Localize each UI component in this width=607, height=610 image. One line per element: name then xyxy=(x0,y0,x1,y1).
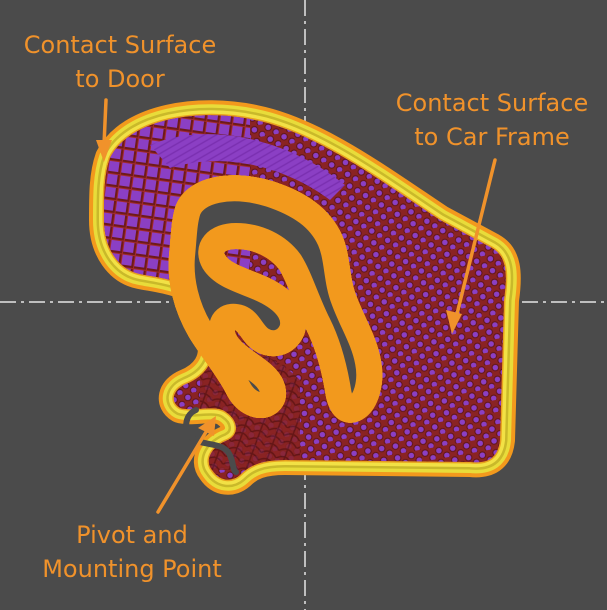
label-frame-line1: Contact Surface xyxy=(395,89,589,117)
callout-arrows xyxy=(96,98,497,514)
label-frame-contact: Contact Surface to Car Frame xyxy=(386,86,598,154)
door-arrow xyxy=(96,98,112,162)
solid-top-infill xyxy=(150,134,345,200)
label-frame-line2: to Car Frame xyxy=(414,123,570,151)
label-pivot-mount: Pivot and Mounting Point xyxy=(26,518,238,586)
seal-body xyxy=(90,100,520,480)
label-pivot-line1: Pivot and xyxy=(76,521,188,549)
label-door-contact: Contact Surface to Door xyxy=(14,28,226,96)
inner-cavity xyxy=(182,188,370,409)
label-door-line1: Contact Surface xyxy=(23,31,217,59)
label-pivot-line2: Mounting Point xyxy=(42,555,222,583)
label-door-line2: to Door xyxy=(75,65,165,93)
pivot-arrow xyxy=(156,416,216,514)
pivot-hook xyxy=(183,407,239,475)
frame-arrow xyxy=(446,158,497,334)
